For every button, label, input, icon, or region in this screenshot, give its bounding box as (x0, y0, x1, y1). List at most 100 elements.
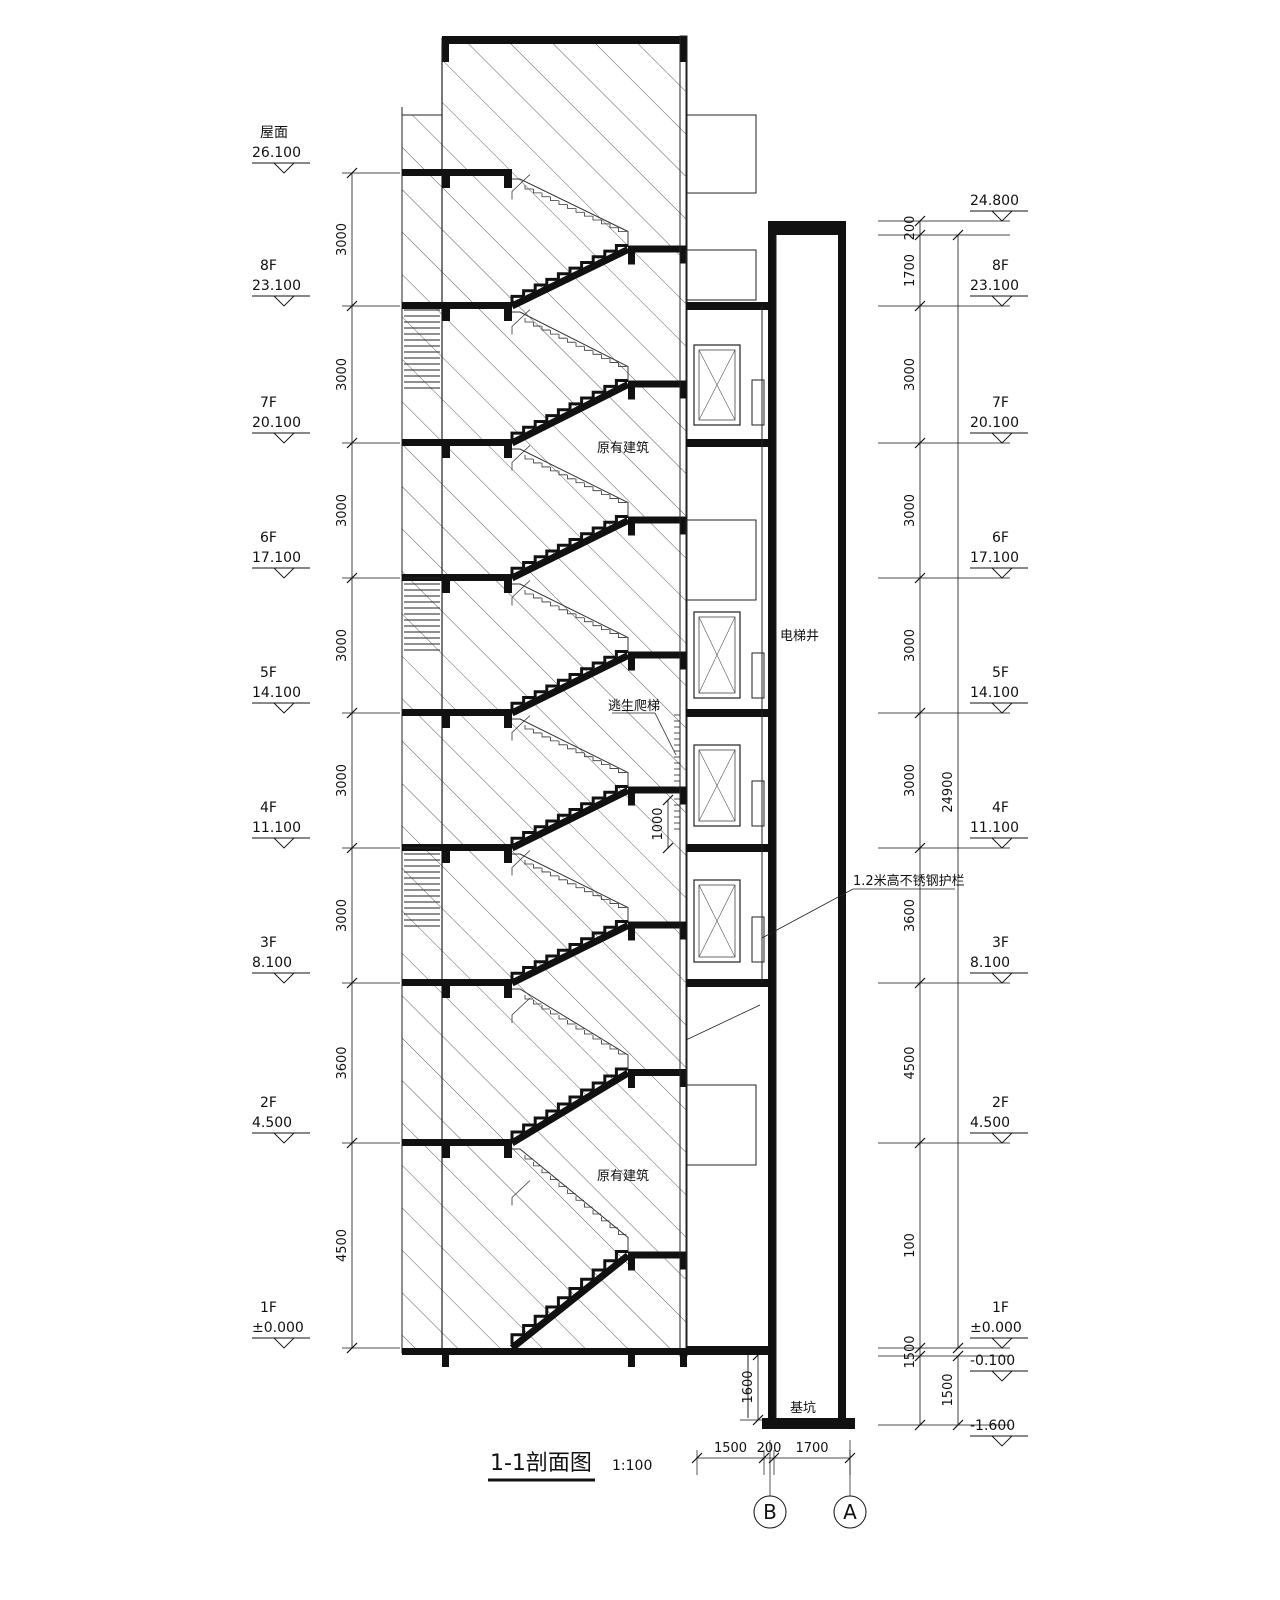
landing-beam (680, 380, 687, 399)
elevator-door-panel (698, 616, 736, 694)
dim-tick (346, 842, 358, 854)
level-triangle (991, 1435, 1013, 1447)
level-name: 4F (992, 800, 1009, 816)
level-value: 8.100 (252, 955, 292, 971)
dim-tick (346, 437, 358, 449)
landing-beam (680, 1251, 687, 1270)
left-dim-value: 3000 (335, 764, 350, 797)
levels-left: 屋面26.1008F23.1007F20.1006F17.1005F14.100… (252, 125, 310, 1349)
dim-tick (914, 1137, 926, 1149)
bottom-dim-value: 200 (757, 1441, 782, 1456)
door-diagonal (698, 749, 736, 822)
dim-tick (914, 572, 926, 584)
landing-beam (628, 793, 635, 806)
level-triangle (273, 972, 295, 984)
mid-landing (628, 245, 686, 253)
level-value: -1.600 (970, 1418, 1015, 1434)
dim-tick (346, 1342, 358, 1354)
level-name: 6F (992, 530, 1009, 546)
dim-tick (952, 1350, 964, 1362)
level-value: 23.100 (252, 278, 301, 294)
levels-right: 24.8008F23.1007F20.1006F17.1005F14.1004F… (970, 193, 1028, 1447)
existing-building (401, 36, 687, 1354)
elevator-door (693, 611, 741, 699)
slab-beam (504, 176, 512, 188)
level-name: 1F (992, 1300, 1009, 1316)
slab-beam (442, 1146, 450, 1158)
stair-dim-value: 1000 (651, 807, 666, 840)
right-dim-value: 3000 (903, 764, 918, 797)
stair-flight-cut (510, 787, 630, 852)
dim-tick (346, 977, 358, 989)
dim-tick (914, 1419, 926, 1431)
slab-beam (442, 176, 450, 188)
axis-bubble (833, 1495, 867, 1529)
mid-landing (628, 1251, 686, 1259)
floor-slab (402, 844, 512, 851)
level-name: 7F (260, 395, 277, 411)
door-diagonal (698, 616, 736, 694)
stair-steps (510, 785, 628, 844)
beyond-steps (524, 590, 627, 638)
ground-line (402, 1348, 774, 1418)
level-triangle (273, 1132, 295, 1144)
dim-tick (914, 707, 926, 719)
slab-beam (442, 851, 450, 863)
level-triangle (273, 837, 295, 849)
level-triangle (273, 702, 295, 714)
slab-beam (504, 446, 512, 458)
level-name: 2F (992, 1095, 1009, 1111)
stair-outline (511, 309, 531, 335)
level-name: 3F (260, 935, 277, 951)
core-wall-right (680, 36, 687, 62)
slab-beam (504, 986, 512, 998)
stair-flight-cut (510, 652, 630, 717)
right-dim-value: 3000 (903, 358, 918, 391)
bottom-dim-value: 1700 (795, 1441, 828, 1456)
railing (751, 780, 765, 827)
label-escape-ladder: 逃生爬梯 (608, 699, 660, 714)
level-triangle (273, 567, 295, 579)
right-dim-value: 1500 (903, 1335, 918, 1368)
dim-tick (952, 1342, 964, 1354)
pit-dim-value: 1600 (741, 1370, 756, 1403)
level-triangle (273, 162, 295, 174)
level-value: 11.100 (252, 820, 301, 836)
stair-steps (510, 515, 628, 574)
level-triangle (991, 972, 1013, 984)
level-triangle (991, 210, 1013, 222)
window-box (685, 519, 757, 601)
elevator-door-panel (698, 349, 736, 421)
dim-tick (914, 229, 926, 241)
stair-flight-cut (510, 381, 630, 447)
level-value: ±0.000 (252, 1320, 304, 1336)
stair-flight-beyond (512, 853, 629, 922)
level-triangle (273, 1337, 295, 1349)
window-box (685, 1084, 757, 1166)
stair-outline (511, 997, 531, 1023)
dim-tick (662, 842, 674, 854)
slab-beam (504, 1146, 512, 1158)
door-diagonal (698, 349, 736, 421)
landing-beam (628, 252, 635, 265)
mid-landing (628, 380, 686, 388)
level-triangle (991, 837, 1013, 849)
floor-slab (402, 709, 512, 716)
stair-flights (509, 35, 757, 1357)
slab-beam (504, 851, 512, 863)
landing-beam (628, 523, 635, 536)
stair-outline (511, 1180, 531, 1206)
slab-beam (442, 716, 450, 728)
level-value: 14.100 (252, 685, 301, 701)
level-value: 8.100 (970, 955, 1010, 971)
shaft-wall-right (838, 221, 846, 1425)
stair-flight-cut (510, 246, 630, 310)
left-dim-value: 3000 (335, 223, 350, 256)
mid-landing (628, 786, 686, 794)
right-mid-dim-value: 1500 (941, 1373, 956, 1406)
slab-beam (442, 309, 450, 321)
shaft-wall-left (768, 221, 776, 1425)
level-name: 5F (260, 665, 277, 681)
dim-tick (914, 215, 926, 227)
